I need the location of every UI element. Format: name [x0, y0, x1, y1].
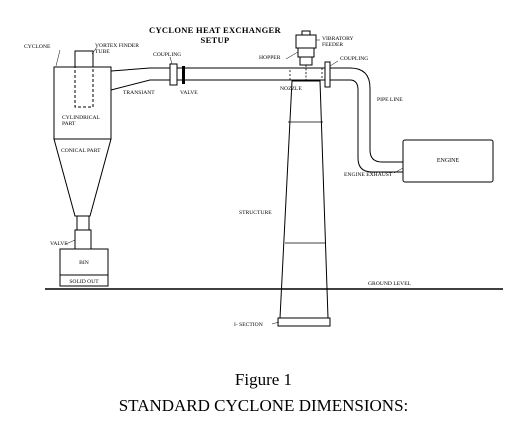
cyclone-dust-outlet: [76, 215, 90, 231]
vibratory-feeder: [295, 34, 317, 49]
label-solid-out: SOLID OUT: [69, 279, 99, 285]
label-structure: STRUCTURE: [239, 210, 272, 216]
label-vortex-finder-2: TUBE: [95, 49, 110, 55]
inlet-transiant: [110, 67, 170, 72]
leader-coupling-right: [329, 60, 339, 67]
structure-base-section: [277, 317, 331, 327]
leader-engine-exhaust: [393, 167, 404, 174]
figure-number: Figure 1: [234, 370, 293, 389]
pipe-line-inner: [330, 79, 403, 173]
label-coupling-right: COUPLING: [340, 56, 368, 62]
solid-out-box: [59, 274, 109, 287]
label-bin: BIN: [79, 260, 89, 266]
label-pipe-line: PIPE LINE: [377, 97, 403, 103]
label-ground-level: GROUND LEVEL: [368, 281, 412, 287]
hopper: [297, 47, 315, 58]
leader-section: [271, 321, 280, 325]
figure-title: STANDARD CYCLONE DIMENSIONS:: [118, 396, 409, 415]
vortex-finder-inner: [74, 66, 94, 108]
support-structure: [279, 80, 329, 319]
engine: [402, 139, 494, 183]
label-engine-exhaust: ENGINE EXHAUST: [344, 172, 393, 178]
label-cyclone: CYCLONE: [24, 44, 51, 50]
label-nozzle: NOZZLE: [280, 86, 302, 92]
leader-cyclone: [55, 49, 61, 67]
label-valve-top: VALVE: [180, 90, 198, 96]
inlet-transiant-lower: [110, 79, 170, 91]
coupling-right: [324, 61, 331, 88]
coupling-left: [169, 63, 178, 86]
cyclone-conical-body: [53, 138, 112, 217]
label-cylindrical-2: PART: [62, 121, 76, 127]
label-hopper: HOPPER: [259, 55, 281, 61]
hopper-base: [299, 56, 313, 66]
leader-valve-bottom: [65, 239, 76, 245]
leader-vortex: [91, 46, 98, 55]
feeder-cap: [301, 30, 311, 36]
label-vibratory-feeder-1: VIBRATORY: [322, 36, 354, 42]
leader-hopper: [285, 51, 299, 60]
label-coupling-left: COUPLING: [153, 52, 181, 58]
pipe-line-outer: [330, 67, 403, 163]
label-conical: CONICAL PART: [61, 148, 101, 154]
label-vortex-finder-1: VORTEX FINDER: [95, 43, 139, 49]
label-engine: ENGINE: [437, 158, 460, 164]
label-valve-bottom: VALVE: [50, 241, 68, 247]
label-transiant: TRANSIANT: [123, 90, 155, 96]
diagram-title-line2: SETUP: [201, 35, 230, 45]
label-vibratory-feeder-2: FEEDER: [322, 42, 343, 48]
diagram-title-line1: CYCLONE HEAT EXCHANGER: [149, 25, 281, 35]
vortex-finder-tube: [74, 50, 94, 68]
valve-top: [182, 66, 185, 84]
cyclone-cylindrical-body: [53, 66, 112, 140]
label-section: I- SECTION: [234, 322, 263, 328]
leader-coupling-left: [169, 56, 173, 65]
valve-bottom: [74, 229, 92, 250]
label-cylindrical-1: CYLINDRICAL: [62, 115, 100, 121]
